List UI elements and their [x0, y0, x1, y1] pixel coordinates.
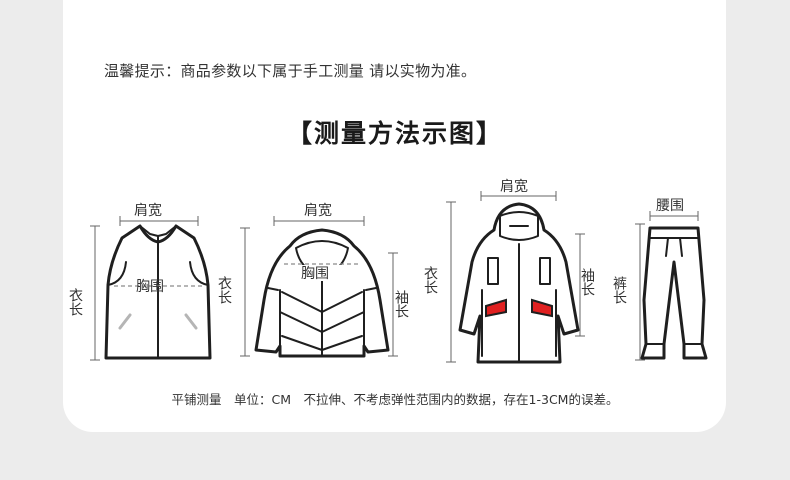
content-card [63, 0, 726, 432]
jacket-shoulder-label: 肩宽 [304, 202, 332, 219]
jacket-sleeve-label: 袖长 [393, 290, 409, 318]
vest-chest-label: 胸围 [136, 279, 164, 295]
vest-shoulder-label: 肩宽 [134, 202, 162, 219]
coat-right-pocket-icon [531, 298, 553, 318]
vest-length-label: 衣长 [67, 288, 83, 316]
coat-sleeve-label: 袖长 [579, 268, 595, 296]
vest-figure: 肩宽 衣长 胸围 [67, 202, 212, 361]
pants-length-label: 裤长 [611, 276, 627, 304]
jacket-figure: 肩宽 衣长 袖长 胸围 [216, 202, 409, 358]
coat-figure: 肩宽 衣长 袖长 [422, 178, 595, 364]
measurement-footnote: 平铺测量 单位：CM 不拉伸、不考虑弹性范围内的数据，存在1-3CM的误差。 [171, 392, 619, 407]
page-heading: 【测量方法示图】 [286, 119, 503, 148]
coat-left-pocket-icon [485, 298, 507, 318]
notice-text: 温馨提示：商品参数以下属于手工测量 请以实物为准。 [104, 62, 477, 80]
jacket-chest-label: 胸围 [301, 266, 329, 282]
jacket-length-label: 衣长 [216, 276, 232, 304]
pants-waist-label: 腰围 [656, 198, 684, 214]
coat-shoulder-label: 肩宽 [500, 178, 528, 195]
pants-figure: 腰围 裤长 [611, 198, 708, 361]
coat-length-label: 衣长 [422, 266, 438, 294]
pants-body-icon [640, 226, 708, 360]
